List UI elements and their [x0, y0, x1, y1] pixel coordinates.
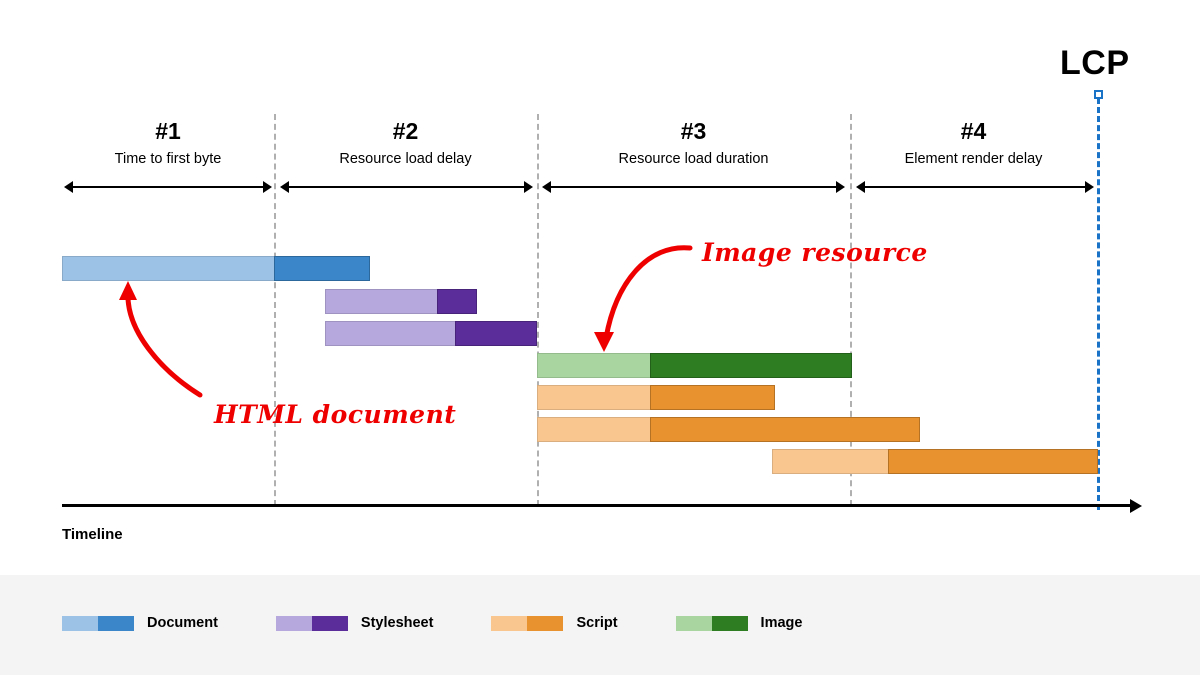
- phase-2: #2 Resource load delay: [274, 118, 537, 169]
- bar-segment-download: [455, 321, 537, 346]
- phase-4-number: #4: [960, 118, 987, 144]
- timeline-label: Timeline: [62, 526, 123, 543]
- waterfall-bar-script-6[interactable]: [537, 417, 920, 442]
- legend-swatch-image: [675, 615, 748, 631]
- phase-1-name: Time to first byte: [114, 151, 222, 167]
- phase-4: #4 Element render delay: [850, 118, 1097, 169]
- bar-segment-wait: [62, 256, 274, 281]
- waterfall-bar-document-1[interactable]: [62, 256, 370, 281]
- image-resource-arrow-head: [594, 332, 614, 352]
- phase-2-number: #2: [392, 118, 419, 144]
- bar-segment-download: [650, 385, 775, 410]
- waterfall-bar-script-7[interactable]: [772, 449, 1098, 474]
- image-resource-arrow-shaft: [603, 245, 693, 341]
- bar-segment-wait: [537, 417, 650, 442]
- html-document-arrow-head: [119, 281, 137, 300]
- phase-2-name: Resource load delay: [339, 151, 472, 167]
- legend-item-image[interactable]: Image: [675, 615, 803, 631]
- waterfall-bar-stylesheet-3[interactable]: [325, 321, 537, 346]
- waterfall-bar-image-4[interactable]: [537, 353, 852, 378]
- legend-label: Image: [760, 615, 803, 631]
- phase-divider-1: [274, 114, 276, 506]
- phase-1-number: #1: [155, 118, 181, 144]
- phase-3: #3 Resource load duration: [537, 118, 850, 169]
- bar-segment-download: [888, 449, 1098, 474]
- phase-2-arrow: [280, 181, 533, 193]
- phase-divider-3: [850, 114, 852, 506]
- timeline-axis: [62, 504, 1134, 507]
- html-document-arrow-shaft: [125, 289, 203, 398]
- bar-segment-download: [274, 256, 370, 281]
- waterfall-bar-stylesheet-2[interactable]: [325, 289, 477, 314]
- legend-item-stylesheet[interactable]: Stylesheet: [275, 615, 434, 631]
- bar-segment-download: [437, 289, 477, 314]
- legend-swatch-stylesheet: [275, 615, 348, 631]
- legend-swatch-script: [491, 615, 564, 631]
- phase-3-name: Resource load duration: [618, 151, 769, 167]
- legend-item-script[interactable]: Script: [491, 615, 618, 631]
- legend-label: Document: [147, 615, 218, 631]
- phase-divider-2: [537, 114, 539, 506]
- phase-3-arrow: [542, 181, 845, 193]
- lcp-label: LCP: [1060, 44, 1130, 82]
- annotation-image-resource: Image resource: [702, 238, 928, 267]
- legend-item-document[interactable]: Document: [62, 615, 218, 631]
- annotation-html-document: HTML document: [214, 400, 457, 429]
- timeline-axis-arrowhead: [1130, 499, 1142, 513]
- legend-swatch-document: [62, 615, 134, 631]
- bar-segment-wait: [325, 289, 437, 314]
- bar-segment-download: [650, 353, 852, 378]
- phase-1: #1 Time to first byte: [62, 118, 274, 169]
- bar-segment-download: [650, 417, 920, 442]
- bar-segment-wait: [537, 353, 650, 378]
- phase-4-arrow: [856, 181, 1094, 193]
- legend-label: Stylesheet: [360, 615, 434, 631]
- phase-1-arrow: [64, 181, 272, 193]
- phase-3-number: #3: [680, 118, 707, 144]
- phase-4-name: Element render delay: [904, 151, 1043, 167]
- legend-label: Script: [576, 615, 618, 631]
- bar-segment-wait: [537, 385, 650, 410]
- legend-band: [0, 575, 1200, 675]
- bar-segment-wait: [772, 449, 888, 474]
- waterfall-bar-script-5[interactable]: [537, 385, 775, 410]
- bar-segment-wait: [325, 321, 455, 346]
- lcp-marker-line: [1097, 98, 1100, 510]
- legend: Document Stylesheet Script Image: [62, 615, 860, 631]
